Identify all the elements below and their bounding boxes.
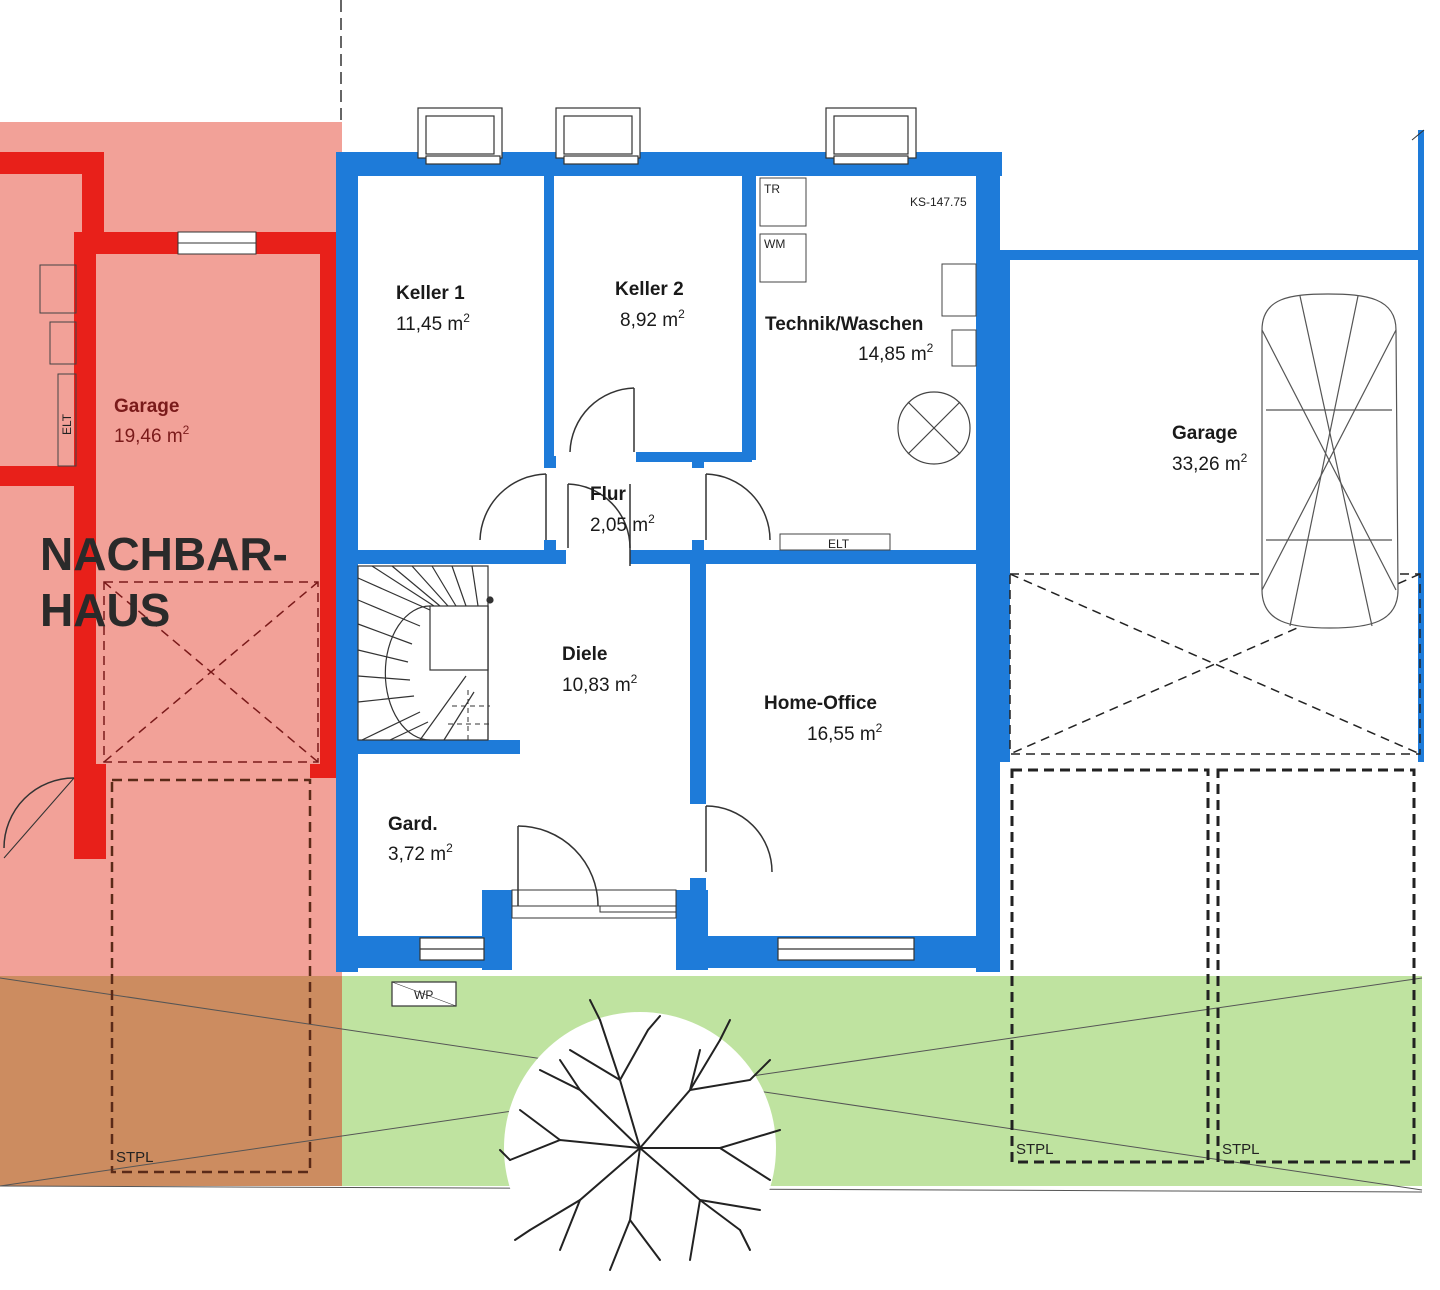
neighbor-garage-name: Garage	[114, 396, 179, 417]
room-office-area: 16,55 m2	[807, 721, 883, 745]
neighbor-parking-space	[110, 778, 312, 1174]
room-technik-area: 14,85 m2	[858, 341, 934, 365]
heat-pump-label: WP	[414, 988, 433, 1002]
room-diele-name: Diele	[562, 644, 607, 665]
room-garage-name: Garage	[1172, 423, 1237, 444]
room-keller1-area: 11,45 m2	[396, 311, 470, 335]
neighbor-garage-door	[103, 581, 319, 763]
neighbor-door-swing	[3, 777, 75, 849]
windows	[417, 107, 917, 961]
room-garage-area: 33,26 m2	[1172, 451, 1248, 475]
level-marker: KS-147.75	[910, 195, 967, 209]
neighbor-elt-label: ELT	[60, 413, 74, 435]
right-garage-walls	[1000, 130, 1424, 762]
room-gard-name: Gard.	[388, 814, 438, 835]
car-icon	[1261, 293, 1399, 629]
doors	[479, 387, 773, 907]
room-floors	[356, 176, 978, 936]
room-diele-area: 10,83 m2	[562, 672, 638, 696]
entry-step	[511, 889, 677, 919]
room-office-name: Home-Office	[764, 693, 877, 714]
neighbor-house-label-line2: HAUS	[40, 584, 170, 636]
neighbor-garden-area	[0, 976, 342, 1186]
tree-icon	[499, 999, 781, 1284]
room-keller1-name: Keller 1	[396, 283, 465, 304]
parking-label-1: STPL	[1016, 1141, 1054, 1158]
neighbor-garage-area: 19,46 m2	[114, 423, 190, 447]
room-gard-area: 3,72 m2	[388, 841, 453, 865]
main-walls	[336, 152, 1002, 972]
neighbor-house-label-line1: NACHBAR-	[40, 528, 288, 580]
parking-label-neighbor: STPL	[116, 1149, 154, 1166]
elt-label: ELT	[828, 537, 850, 551]
staircase	[357, 565, 494, 741]
dryer-label: TR	[764, 182, 780, 196]
room-flur-area: 2,05 m2	[590, 512, 655, 536]
technik-fixtures	[759, 177, 977, 551]
drain-icon	[897, 391, 971, 465]
room-technik-name: Technik/Waschen	[765, 314, 923, 335]
stair-arrow	[448, 690, 490, 740]
garage-door	[1009, 573, 1421, 755]
parking-spaces	[1010, 768, 1416, 1164]
washer-label: WM	[764, 237, 785, 251]
room-keller2-area: 8,92 m2	[620, 307, 685, 331]
room-flur-name: Flur	[590, 484, 626, 505]
room-keller2-name: Keller 2	[615, 279, 684, 300]
parking-label-2: STPL	[1222, 1141, 1260, 1158]
neighbor-fixtures	[39, 264, 77, 467]
